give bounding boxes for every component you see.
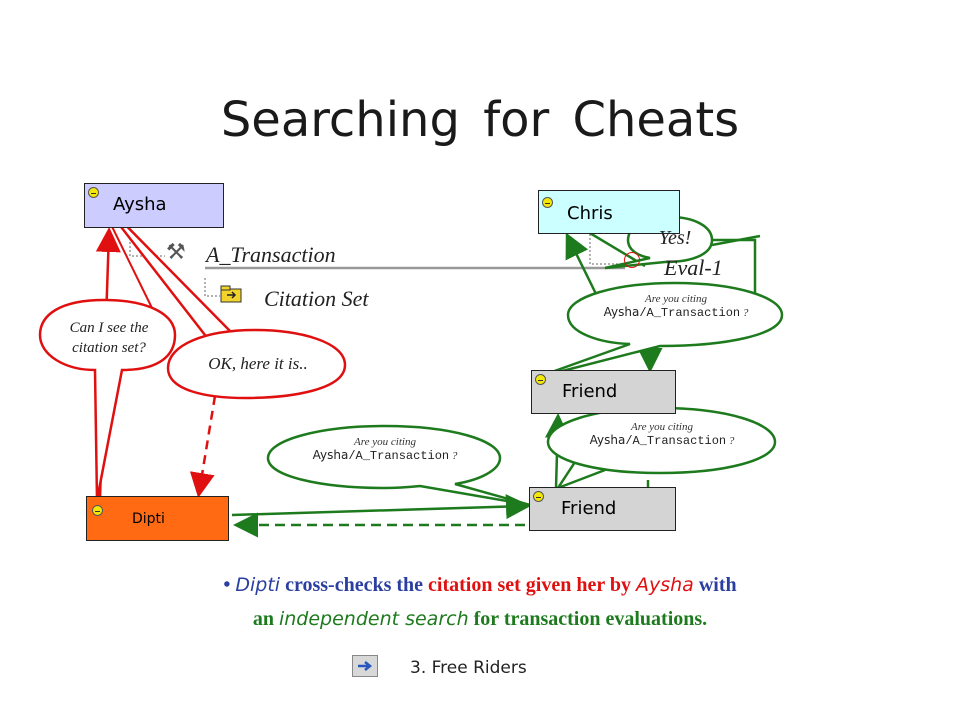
a-transaction-label: A_Transaction	[206, 242, 336, 267]
caption-dipti: Dipti	[235, 574, 281, 596]
query-prefix: Are you citing	[631, 421, 693, 433]
caption-rest: for transaction evaluations.	[468, 608, 708, 630]
node-dipti-label: Dipti	[132, 511, 165, 527]
folder-icon	[220, 285, 242, 303]
query-path: /A_Transaction	[625, 434, 727, 448]
caption-bullet: •	[223, 574, 231, 596]
node-chris-label: Chris	[567, 203, 613, 224]
footer-label[interactable]: 3. Free Riders	[410, 658, 527, 678]
transaction-link	[129, 230, 625, 297]
bubble-query-2-shape	[546, 406, 777, 491]
caption-independent: independent search	[278, 608, 469, 630]
node-aysha: Aysha	[84, 183, 224, 228]
caption-with: with	[693, 574, 737, 596]
bubble-query-3-shape	[534, 281, 784, 380]
caption-line-1: • Dipti cross-checks the citation set gi…	[0, 574, 960, 597]
tools-icon: ⚒	[166, 240, 186, 265]
bubble-query-2-text: Are you citing Aysha/A_Transaction ?	[552, 421, 772, 448]
next-arrow-icon[interactable]	[352, 655, 378, 677]
page-title: Searching for Cheats	[220, 92, 740, 148]
folder-icon-svg	[220, 285, 242, 303]
bubble-ok-text: OK, here it is..	[208, 354, 308, 373]
bubble-can-i-see-text: Can I see the citation set?	[69, 320, 149, 356]
query-suffix: ?	[726, 435, 735, 447]
eval-label: Eval-1	[664, 255, 723, 280]
frown-icon	[624, 252, 640, 268]
caption-an: an	[252, 608, 279, 630]
query-name: Aysha	[312, 448, 349, 462]
smiley-icon	[542, 197, 553, 208]
query-name: Aysha	[603, 305, 640, 319]
red-dashed-arrow-to-dipti	[189, 395, 217, 498]
node-chris: Chris	[538, 190, 680, 234]
bubble-yes-text: Yes!	[658, 227, 692, 249]
query-line: Aysha/A_Transaction ?	[572, 305, 780, 320]
caption-cross-checks: cross-checks the	[280, 574, 429, 596]
node-aysha-label: Aysha	[113, 194, 167, 215]
node-dipti: Dipti	[86, 496, 229, 541]
query-path: /A_Transaction	[639, 306, 741, 320]
green-arrow-dipti-to-friend	[231, 494, 531, 520]
next-arrow-glyph	[358, 661, 373, 671]
green-arrow-yes-down	[706, 238, 757, 300]
smiley-icon	[535, 374, 546, 385]
green-arrow-friend-to-chris	[565, 232, 600, 299]
smiley-icon	[88, 187, 99, 198]
query-suffix: ?	[449, 450, 458, 462]
query-suffix: ?	[740, 307, 749, 319]
bubble-query-1-shape	[266, 424, 531, 507]
smiley-icon	[533, 491, 544, 502]
node-friend-top: Friend	[531, 370, 676, 414]
bubble-query-1-text: Are you citing Aysha/A_Transaction ?	[272, 436, 498, 463]
query-path: /A_Transaction	[348, 449, 450, 463]
query-prefix: Are you citing	[354, 436, 416, 448]
node-friend-bottom: Friend	[529, 487, 676, 531]
node-friend-top-label: Friend	[562, 381, 618, 402]
query-prefix: Are you citing	[645, 293, 707, 305]
bubble-query-3-text: Are you citing Aysha/A_Transaction ?	[572, 293, 780, 320]
query-name: Aysha	[589, 433, 626, 447]
caption-aysha: Aysha	[636, 574, 694, 596]
smiley-icon	[92, 505, 103, 516]
query-line: Aysha/A_Transaction ?	[272, 448, 498, 463]
citation-set-label: Citation Set	[264, 286, 369, 311]
caption-line-2: an independent search for transaction ev…	[0, 608, 960, 631]
node-friend-bottom-label: Friend	[561, 498, 617, 519]
caption-citation-set: citation set given her by	[428, 574, 636, 596]
query-line: Aysha/A_Transaction ?	[552, 433, 772, 448]
